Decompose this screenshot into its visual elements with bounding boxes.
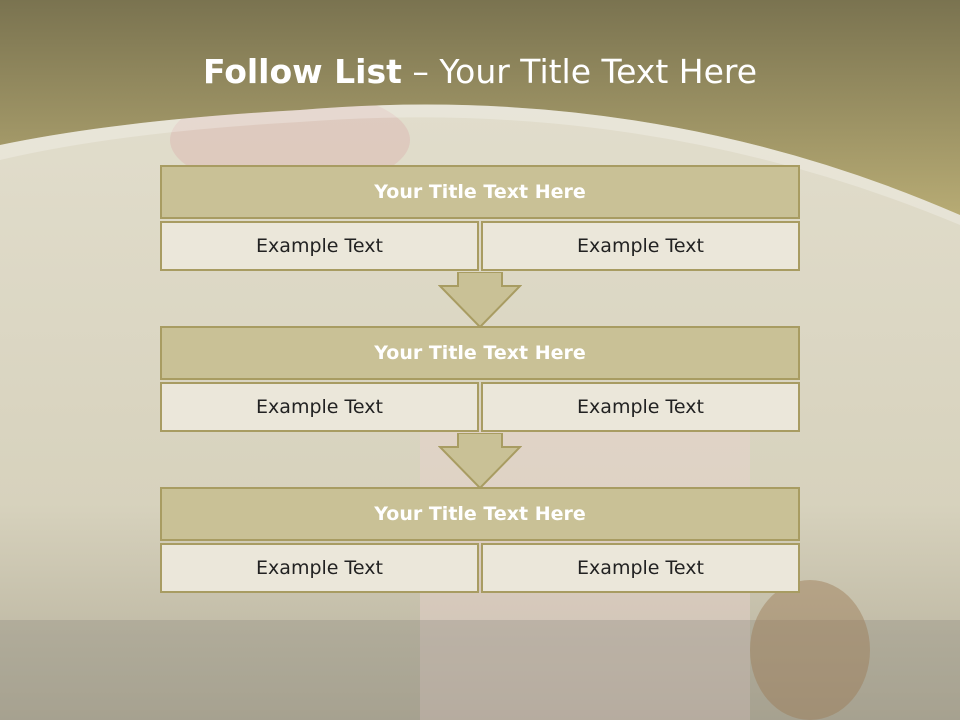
block-cell-right: Example Text bbox=[481, 382, 800, 432]
teddy-shape bbox=[750, 580, 870, 720]
list-block-2: Your Title Text Here Example Text Exampl… bbox=[160, 326, 800, 432]
down-arrow-icon bbox=[438, 272, 522, 328]
block-row: Example Text Example Text bbox=[160, 221, 800, 271]
list-block-3: Your Title Text Here Example Text Exampl… bbox=[160, 487, 800, 593]
block-cell-left: Example Text bbox=[160, 221, 479, 271]
slide-title: Follow List – Your Title Text Here bbox=[0, 52, 960, 91]
block-row: Example Text Example Text bbox=[160, 382, 800, 432]
block-title: Your Title Text Here bbox=[160, 165, 800, 219]
block-row: Example Text Example Text bbox=[160, 543, 800, 593]
header-band bbox=[0, 0, 960, 215]
block-title: Your Title Text Here bbox=[160, 326, 800, 380]
title-rest: – Your Title Text Here bbox=[401, 52, 758, 91]
title-bold: Follow List bbox=[202, 52, 402, 91]
list-block-1: Your Title Text Here Example Text Exampl… bbox=[160, 165, 800, 271]
block-title: Your Title Text Here bbox=[160, 487, 800, 541]
block-cell-right: Example Text bbox=[481, 543, 800, 593]
block-cell-left: Example Text bbox=[160, 543, 479, 593]
road-shape bbox=[0, 620, 960, 720]
down-arrow-icon bbox=[438, 433, 522, 489]
block-cell-left: Example Text bbox=[160, 382, 479, 432]
block-cell-right: Example Text bbox=[481, 221, 800, 271]
